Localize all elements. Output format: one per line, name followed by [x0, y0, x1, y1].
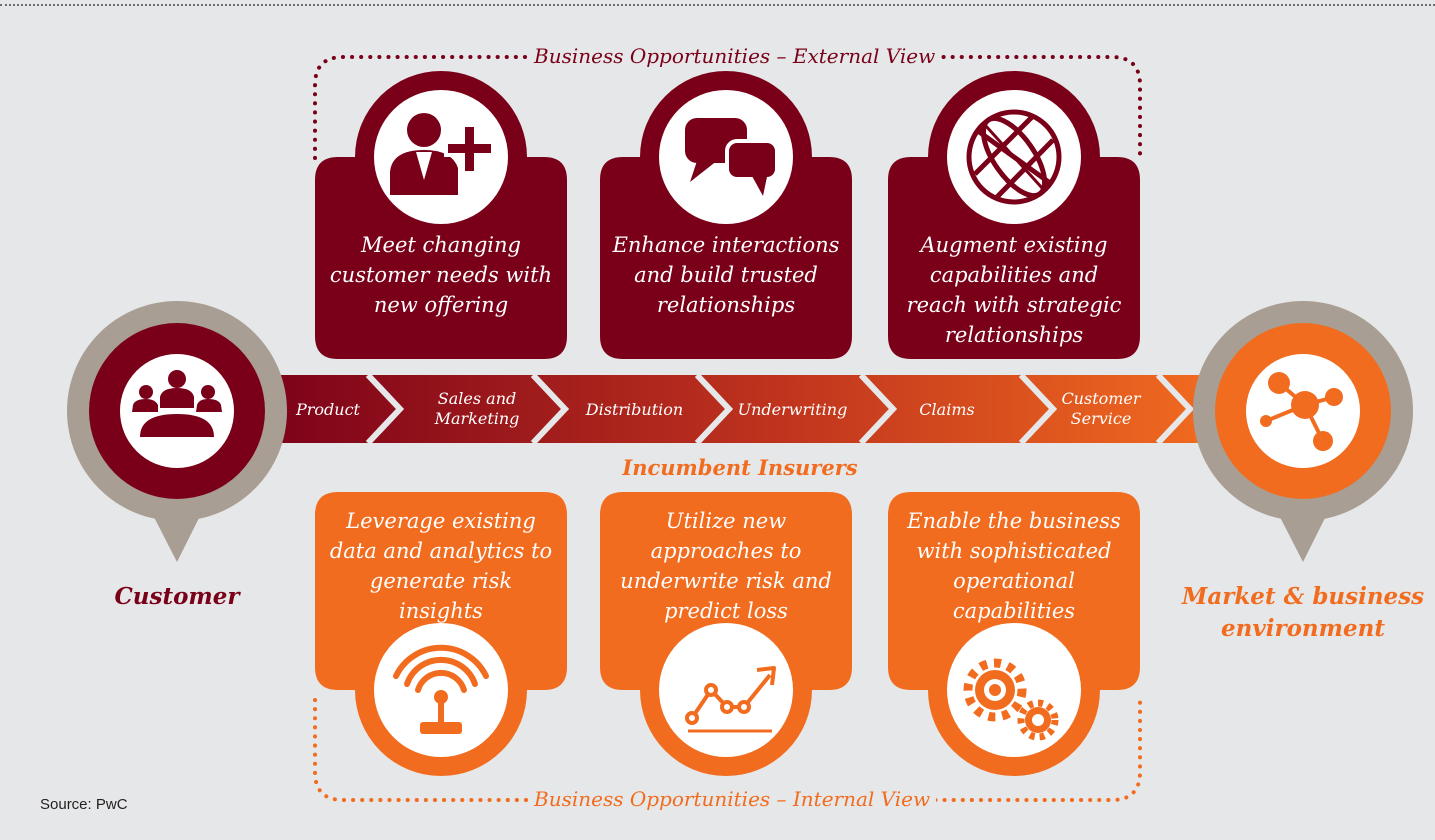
chain-stage-distribution: Distribution: [585, 400, 684, 419]
source-note: Source: PwC: [40, 796, 128, 813]
internal-card-3-text: Enable the business with sophisticated o…: [907, 509, 1121, 623]
globe-icon: [966, 109, 1062, 205]
internal-view-title: Business Opportunities – Internal View: [528, 787, 937, 811]
customer-group-icon: [132, 370, 222, 437]
internal-card-2-text: Utilize new approaches to underwrite ris…: [620, 509, 832, 623]
external-card-3-text: Augment existing capabilities and reach …: [906, 233, 1122, 347]
signal-antenna-icon: [393, 644, 489, 734]
internal-icon-circles: [374, 623, 1081, 757]
speech-bubbles-icon: [685, 118, 779, 196]
market-pin: [1193, 301, 1413, 562]
chain-stage-product: Product: [296, 400, 360, 419]
chain-stage-claims: Claims: [919, 400, 975, 419]
value-chain-band: [250, 375, 1220, 443]
chain-separators: [365, 372, 1195, 446]
customer-label: Customer: [114, 583, 240, 610]
chain-stage-underwriting: Underwriting: [737, 400, 848, 419]
market-environment-label: Market & business environment: [1181, 583, 1425, 642]
external-view-bracket: [313, 55, 1142, 160]
customer-pin: [67, 301, 287, 562]
add-user-icon: [390, 113, 495, 195]
external-card-2-text: Enhance interactions and build trusted r…: [612, 233, 840, 317]
network-nodes-icon: [1260, 372, 1343, 451]
top-dotted-rule: [0, 4, 1435, 6]
chain-stage-sales-marketing: Sales and Marketing: [434, 389, 520, 428]
incumbent-insurers-title: Incumbent Insurers: [622, 455, 858, 480]
gears-icon: [963, 658, 1059, 741]
external-card-1-text: Meet changing customer needs with new of…: [329, 233, 553, 317]
chain-stage-customer-service: Customer Service: [1061, 389, 1141, 428]
internal-card-1-text: Leverage existing data and analytics to …: [329, 509, 553, 623]
trend-chart-icon: [685, 666, 776, 733]
external-view-title: Business Opportunities – External View: [528, 44, 942, 68]
